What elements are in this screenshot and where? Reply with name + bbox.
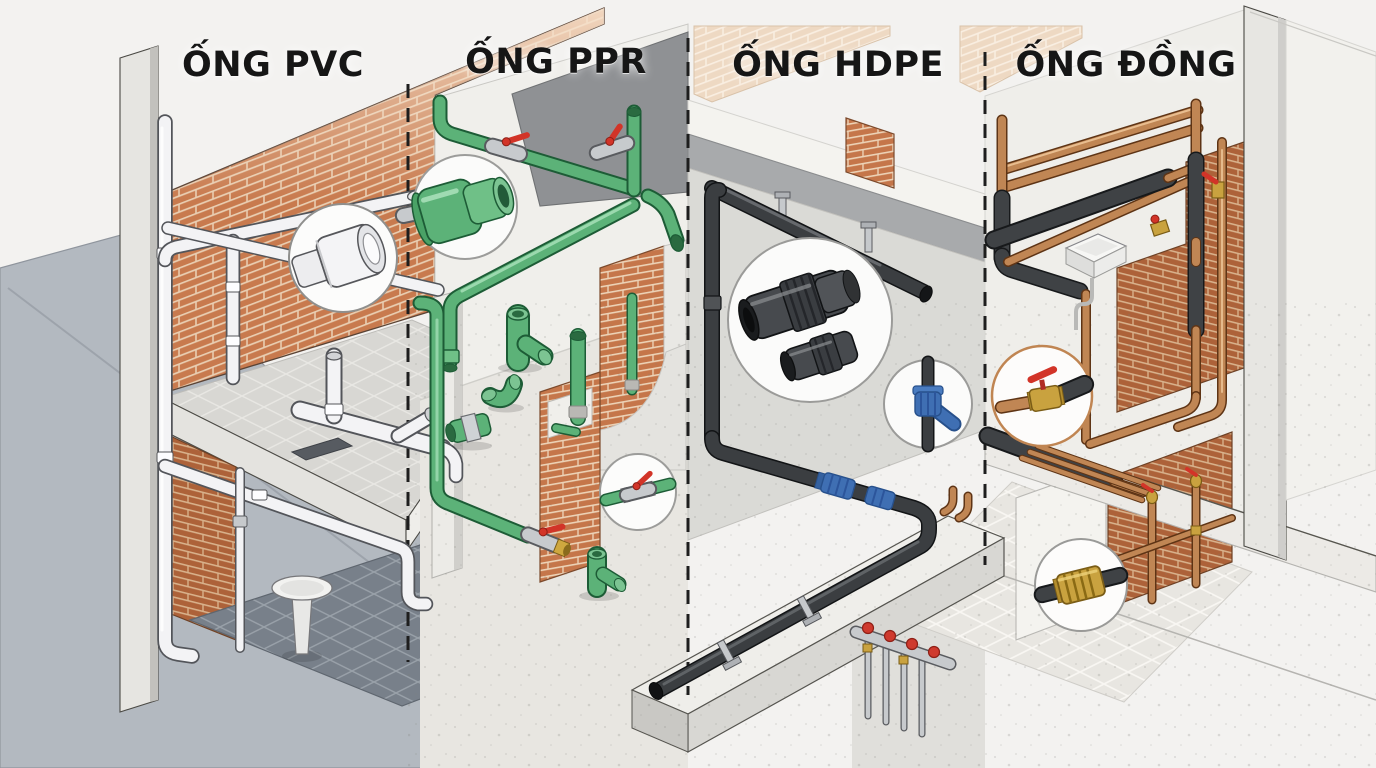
copper-wall-valve	[1149, 214, 1171, 237]
ppr-ball-valve-loose	[588, 123, 636, 161]
compression-coupler	[864, 485, 896, 511]
ppr-loose-fittings	[445, 304, 627, 601]
hdpe-pipes	[648, 184, 968, 700]
beam-clamp	[716, 639, 743, 672]
brick-chimney	[845, 117, 895, 189]
hdpe-tee-inset	[883, 355, 973, 453]
wall-hung-sink	[1064, 233, 1128, 330]
section-label-dong: ỐNG ĐỒNG	[1015, 45, 1237, 85]
copper-pipes	[988, 104, 1224, 500]
copper-coupling-inset	[1033, 538, 1129, 632]
pedestal-sink	[271, 575, 333, 662]
ppr-ball-valve-top	[484, 132, 530, 163]
section-label-pvc: ỐNG PVC	[182, 45, 364, 85]
hdpe-manifold	[856, 621, 950, 738]
copper-wall-valve	[1201, 171, 1225, 199]
pipe-hanger	[864, 225, 873, 253]
ppr-ball-valve-riser	[520, 523, 571, 558]
section-label-ppr: ỐNG PPR	[465, 42, 647, 82]
bathroom-copper-pipes	[1110, 467, 1232, 600]
ppr-pipes	[420, 102, 686, 558]
pale-brick-band-dong	[959, 25, 1083, 93]
ppr-coupling-inset	[411, 154, 518, 260]
pvc-coupling-inset	[288, 203, 398, 313]
manifold-valve-handles	[861, 621, 941, 659]
concrete-speckle	[408, 300, 1376, 768]
compression-coupler	[814, 471, 856, 500]
pvc-upper-floor	[160, 319, 436, 554]
ppr-transition-coupling	[445, 412, 492, 443]
pale-brick-band-hdpe	[693, 25, 891, 103]
beam-clamp	[796, 595, 823, 628]
ppr-valve-inset	[599, 453, 677, 531]
section-label-hdpe: ỐNG HDPE	[732, 45, 944, 85]
hdpe-coupler-inset	[727, 237, 893, 403]
left-column	[119, 45, 159, 713]
copper-valve-inset	[990, 344, 1095, 448]
floor-drain-recess	[290, 437, 354, 461]
